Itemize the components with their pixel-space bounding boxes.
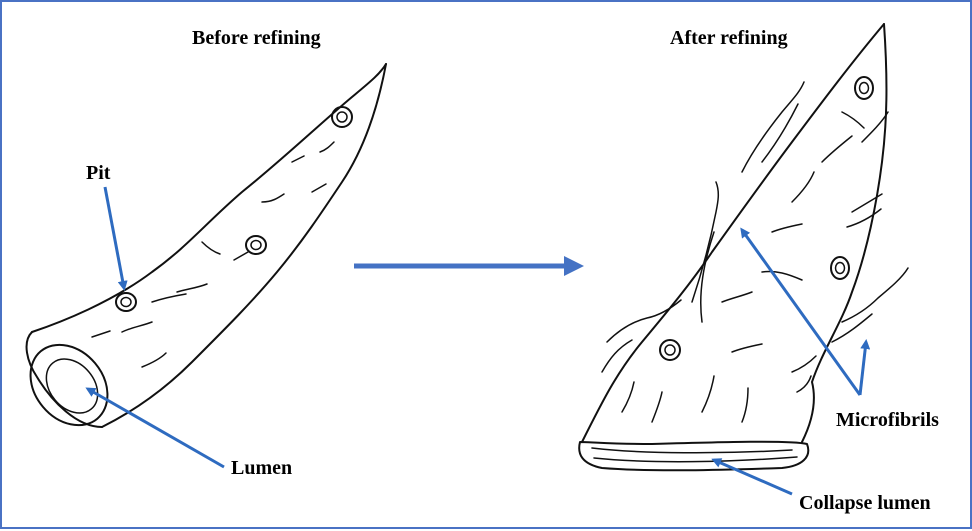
pit-5 xyxy=(831,257,849,279)
microfibrils-label: Microfibrils xyxy=(836,409,939,431)
lumen-label: Lumen xyxy=(231,457,292,479)
after-refining-title: After refining xyxy=(670,27,788,49)
pit-3 xyxy=(332,107,352,127)
collapse-lumen-pointer-arrow xyxy=(714,460,792,494)
pit-6 xyxy=(855,77,873,99)
pit-label: Pit xyxy=(86,162,111,184)
fiber-before-refining xyxy=(15,64,386,441)
pit-2 xyxy=(246,236,266,254)
pit-pointer-arrow xyxy=(105,187,124,288)
lumen-pointer-arrow xyxy=(88,389,224,467)
collapse-lumen-label: Collapse lumen xyxy=(799,492,931,514)
pit-1 xyxy=(116,293,136,311)
transition-arrow xyxy=(354,256,584,276)
microfibrils-pointer-arrow-2 xyxy=(860,342,866,395)
before-refining-title: Before refining xyxy=(192,27,321,49)
collapsed-lumen-shape xyxy=(579,442,808,471)
microfibrils-pointer-arrow-1 xyxy=(742,230,860,395)
fiber-after-refining xyxy=(579,24,908,470)
pit-4 xyxy=(660,340,680,360)
